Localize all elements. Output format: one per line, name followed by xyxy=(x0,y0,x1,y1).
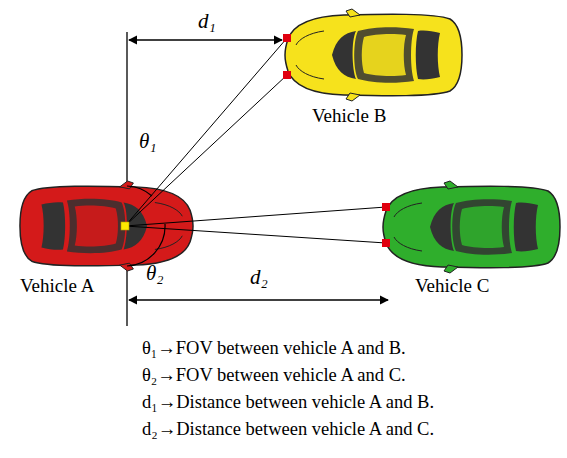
vehicle-label: Vehicle A xyxy=(20,276,94,297)
caption-line: θ₁→FOV between vehicle A and B. xyxy=(142,338,406,358)
caption-line: d₁→Distance between vehicle A and B. xyxy=(142,392,434,412)
vehicle-label: Vehicle C xyxy=(415,276,489,297)
angle-label: θ₁ xyxy=(139,130,157,153)
angle-label: θ₂ xyxy=(146,262,164,285)
caption-line: θ₂→FOV between vehicle A and C. xyxy=(142,365,406,385)
caption-line: d₂→Distance between vehicle A and C. xyxy=(142,419,434,439)
distance-label: d₂ xyxy=(250,266,268,289)
vehicle-label: Vehicle B xyxy=(312,106,386,127)
distance-label: d₁ xyxy=(198,10,216,33)
